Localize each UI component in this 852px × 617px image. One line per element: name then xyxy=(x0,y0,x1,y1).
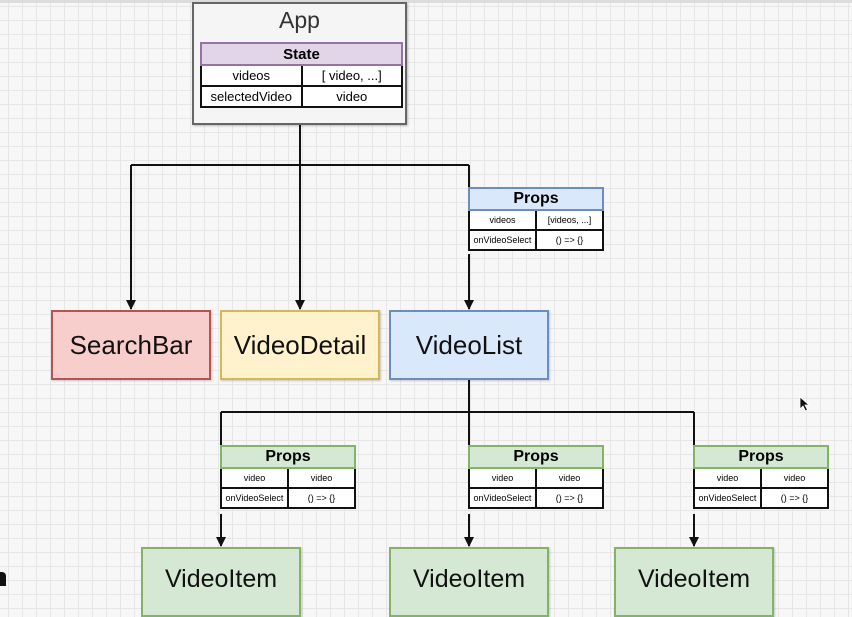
videolist-component: VideoList xyxy=(389,310,549,380)
props-header: Props xyxy=(468,187,604,211)
state-key: videos xyxy=(200,64,303,87)
state-table: State videos [ video, ...] selectedVideo… xyxy=(200,42,403,108)
props-key: video xyxy=(693,467,762,489)
props-key: onVideoSelect xyxy=(693,487,762,509)
state-row: selectedVideo video xyxy=(200,85,403,108)
videolist-props-table: Props videos [videos, ...] onVideoSelect… xyxy=(468,187,604,251)
props-key: video xyxy=(468,467,537,489)
corner-mark xyxy=(0,572,6,586)
props-header: Props xyxy=(468,445,604,469)
state-row: videos [ video, ...] xyxy=(200,64,403,87)
props-value: video xyxy=(287,467,356,489)
props-row: onVideoSelect () => {} xyxy=(693,487,829,509)
connector-lines xyxy=(126,125,699,547)
top-border xyxy=(0,0,852,3)
props-key: onVideoSelect xyxy=(220,487,289,509)
videoitem-component-3: VideoItem xyxy=(614,547,774,617)
props-row: video video xyxy=(220,467,356,489)
props-row: onVideoSelect () => {} xyxy=(468,487,604,509)
props-key: video xyxy=(220,467,289,489)
props-header: Props xyxy=(220,445,356,469)
props-value: () => {} xyxy=(287,487,356,509)
props-row: videos [videos, ...] xyxy=(468,209,604,231)
app-title: App xyxy=(279,7,320,33)
props-row: onVideoSelect () => {} xyxy=(220,487,356,509)
props-value: () => {} xyxy=(535,229,604,251)
videoitem-label: VideoItem xyxy=(637,565,751,593)
props-row: onVideoSelect () => {} xyxy=(468,229,604,251)
props-key: onVideoSelect xyxy=(468,229,537,251)
props-value: () => {} xyxy=(760,487,829,509)
searchbar-component: SearchBar xyxy=(51,310,211,380)
searchbar-label: SearchBar xyxy=(69,329,193,360)
videoitem-props-table-3: Props video video onVideoSelect () => {} xyxy=(693,445,829,509)
props-row: video video xyxy=(468,467,604,489)
props-value: [videos, ...] xyxy=(535,209,604,231)
props-value: video xyxy=(760,467,829,489)
app-component: App State videos [ video, ...] selectedV… xyxy=(192,2,407,125)
props-key: onVideoSelect xyxy=(468,487,537,509)
videoitem-props-table-1: Props video video onVideoSelect () => {} xyxy=(220,445,356,509)
props-value: () => {} xyxy=(535,487,604,509)
props-value: video xyxy=(535,467,604,489)
videodetail-component: VideoDetail xyxy=(220,310,380,380)
state-key: selectedVideo xyxy=(200,85,303,108)
state-value: video xyxy=(300,85,403,108)
props-row: video video xyxy=(693,467,829,489)
videoitem-label: VideoItem xyxy=(412,565,526,593)
videodetail-label: VideoDetail xyxy=(233,329,367,360)
props-key: videos xyxy=(468,209,537,231)
mouse-pointer-icon xyxy=(799,396,811,412)
props-header: Props xyxy=(693,445,829,469)
state-header: State xyxy=(200,42,403,66)
videoitem-component-1: VideoItem xyxy=(141,547,301,617)
videolist-label: VideoList xyxy=(415,329,523,360)
videoitem-component-2: VideoItem xyxy=(389,547,549,617)
videoitem-label: VideoItem xyxy=(164,565,278,593)
videoitem-props-table-2: Props video video onVideoSelect () => {} xyxy=(468,445,604,509)
state-value: [ video, ...] xyxy=(300,64,403,87)
